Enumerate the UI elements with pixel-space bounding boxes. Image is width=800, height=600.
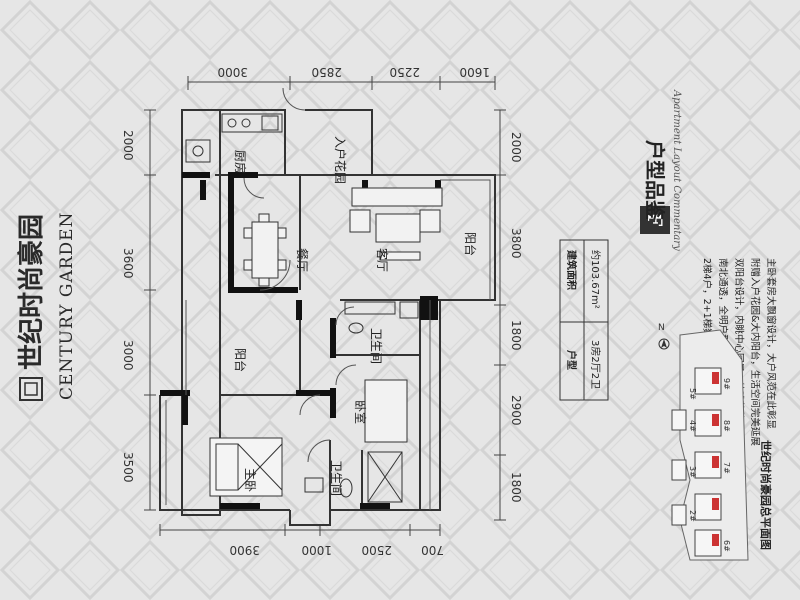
dim-left-3: 3000 [121, 340, 135, 371]
unit-title: 户型品鉴 [643, 140, 667, 221]
unit-subtitle-script: Apartment Layout Commentary [671, 89, 682, 251]
info-table: 建筑面积 约103.67m² 户型 3房2厅2卫 [559, 239, 609, 401]
info-header-type: 户型 [565, 349, 578, 370]
room-label-balcony-west: 阳台 [233, 348, 248, 372]
site-building-label: 2# [688, 510, 697, 522]
info-value-area: 约103.67m² [589, 250, 602, 309]
unit-title-block: F 户型品鉴 Apartment Layout Commentary [640, 89, 682, 251]
master-bed [209, 437, 283, 497]
brand-logo-icon [19, 377, 43, 401]
site-building-label: 7# [722, 462, 731, 474]
dim-left-2: 3600 [121, 248, 135, 279]
dim-right-5: 1800 [509, 472, 523, 503]
bedroom-wardrobe [364, 379, 408, 443]
dim-right-3: 1800 [509, 320, 523, 351]
room-label-garden: 入户花园 [333, 136, 348, 184]
dim-right-2: 3800 [509, 228, 523, 259]
site-building [671, 459, 687, 481]
floor-plan: 厨房 入户花园 餐厅 客厅 阳台 阳台 卫生间 卧室 主卧 卫生间 [159, 87, 496, 526]
brand-block: 世纪时尚豪园 CENTURY GARDEN [16, 212, 77, 401]
feature-5: 主卧套房大飘窗设计，大户风范在此彰显 [765, 258, 777, 430]
unit-letter: F [643, 212, 667, 226]
room-label-bath1: 卫生间 [369, 328, 383, 364]
brand-name-cn: 世纪时尚豪园 [16, 214, 47, 370]
dim-bottom-3: 2500 [361, 543, 392, 557]
dim-top-labels: 3000 2850 2250 1600 [217, 65, 490, 79]
dim-bottom-4: 700 [421, 543, 444, 557]
room-label-living: 客厅 [375, 248, 390, 272]
room-label-dining: 餐厅 [295, 248, 310, 272]
dining-table [243, 213, 287, 287]
site-plan: N [658, 323, 773, 561]
north-label: N [658, 323, 665, 333]
dim-top-3: 2250 [389, 65, 420, 79]
bath2-fixtures [304, 451, 403, 503]
dim-top-1: 3000 [217, 65, 248, 79]
dim-right-4: 2900 [509, 395, 523, 426]
dim-bottom-labels: 3900 1000 2500 700 [229, 543, 444, 557]
site-building-label: 8# [722, 420, 731, 432]
site-building-label: 9# [722, 378, 731, 390]
site-building [671, 504, 687, 526]
site-building-label: 3# [688, 466, 697, 478]
dim-right-1: 2000 [509, 132, 523, 163]
room-label-bedroom: 卧室 [353, 400, 368, 424]
site-building-label: 4# [688, 420, 697, 432]
site-plan-title: 世纪时尚豪园总平面图 [759, 440, 773, 550]
info-header-area: 建筑面积 [565, 249, 578, 290]
north-arrow-icon [658, 338, 670, 350]
bath1-fixtures [344, 301, 419, 334]
dimension-lines [144, 76, 506, 536]
site-building [671, 409, 687, 431]
room-label-bath2: 卫生间 [329, 460, 343, 496]
living-sofa-set [349, 187, 443, 261]
feature-4: 附赠入户花园&大内阳台，生活空间完美延展 [749, 258, 761, 446]
room-label-master: 主卧 [243, 468, 257, 492]
dim-left-1: 2000 [121, 130, 135, 161]
dim-right-labels: 2000 3800 1800 2900 1800 [509, 132, 523, 503]
info-value-type: 3房2厅2卫 [589, 340, 602, 389]
dim-bottom-2: 1000 [301, 543, 332, 557]
dim-bottom-1: 3900 [229, 543, 260, 557]
dim-left-labels: 2000 3600 3000 3500 [121, 130, 135, 483]
room-label-balcony-east: 阳台 [463, 232, 478, 256]
site-building-label: 6# [722, 540, 731, 552]
dim-left-4: 3500 [121, 452, 135, 483]
dim-top-2: 2850 [311, 65, 342, 79]
dim-top-4: 1600 [459, 65, 490, 79]
site-building-label: 5# [688, 388, 697, 400]
room-label-kitchen: 厨房 [233, 150, 248, 174]
kitchen-fixtures [185, 113, 283, 163]
brand-name-en: CENTURY GARDEN [57, 212, 77, 400]
unit-letter-badge [640, 206, 670, 234]
